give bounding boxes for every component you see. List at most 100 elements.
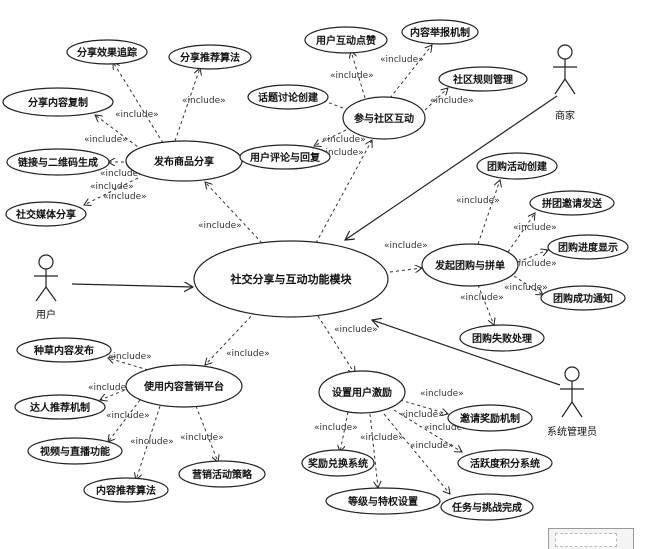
inc-community-rules	[424, 88, 448, 111]
uc-group-progress-label: 团购进度显示	[558, 241, 618, 254]
inc-label: «include»	[513, 259, 557, 269]
uc-group-label: 发起团购与拼单	[434, 259, 505, 272]
uc-group-success-ellipse[interactable]	[540, 285, 626, 311]
uc-incentive-label: 设置用户激励	[332, 386, 392, 399]
inc-group-create	[477, 180, 500, 245]
uc-group-fail-label: 团购失败处理	[472, 332, 532, 345]
actor-merchant[interactable]	[553, 44, 577, 95]
uc-redeem-ellipse[interactable]	[301, 449, 375, 477]
uc-share-social-label: 社交媒体分享	[15, 208, 76, 221]
uc-seed-ellipse[interactable]	[16, 337, 112, 363]
uc-like-ellipse[interactable]	[304, 26, 388, 54]
uc-campaign-ellipse[interactable]	[178, 460, 266, 488]
inc-incentive-task	[383, 413, 450, 494]
uc-main-label: 社交分享与互动功能模块	[230, 272, 353, 286]
uc-share-algo-label: 分享推荐算法	[180, 51, 240, 64]
inc-share-copy	[95, 115, 143, 151]
uc-share-copy-ellipse[interactable]	[2, 87, 114, 117]
inc-label: «include»	[322, 135, 366, 145]
uc-topic-ellipse[interactable]	[247, 84, 329, 110]
actor-user-label: 用户	[36, 308, 56, 321]
uc-content-algo-ellipse[interactable]	[83, 477, 169, 503]
uc-video-ellipse[interactable]	[27, 437, 123, 465]
actor-admin-head-icon	[564, 366, 580, 382]
inc-label: «include»	[400, 410, 444, 420]
thumbnail-preview[interactable]	[548, 528, 634, 549]
uc-share-social-ellipse[interactable]	[5, 201, 87, 227]
inc-label: «include»	[410, 441, 454, 451]
uc-main-ellipse[interactable]	[193, 240, 389, 318]
uc-invite-reward-ellipse[interactable]	[447, 404, 533, 432]
inc-marketing-campaign	[195, 405, 218, 462]
inc-label: «include»	[380, 55, 424, 65]
inc-label: «include»	[88, 383, 132, 393]
uc-comment-ellipse[interactable]	[239, 144, 331, 170]
actor-merchant-head-icon	[557, 44, 573, 60]
uc-community-ellipse[interactable]	[342, 96, 426, 140]
uc-share-algo-ellipse[interactable]	[168, 44, 252, 70]
inc-community-report	[389, 45, 432, 99]
inc-incentive-redeem	[340, 411, 349, 452]
inc-label: «include»	[330, 71, 374, 81]
inc-marketing-seed	[108, 358, 149, 371]
assoc-merchant-main	[345, 95, 558, 240]
inc-label: «include»	[384, 241, 428, 251]
uc-level-ellipse[interactable]	[325, 487, 441, 515]
inc-label: «include»	[320, 148, 364, 158]
inc-label: «include»	[334, 325, 378, 335]
inc-incentive-level	[369, 413, 378, 488]
uc-share-label: 发布商品分享	[153, 155, 214, 168]
inc-label: «include»	[226, 349, 270, 359]
uc-points-ellipse[interactable]	[457, 449, 553, 477]
uc-group-ellipse[interactable]	[421, 243, 519, 287]
uc-rules-ellipse[interactable]	[438, 66, 528, 92]
inc-label: «include»	[84, 135, 128, 145]
uc-group-progress-ellipse[interactable]	[547, 234, 629, 260]
inc-label: «include»	[460, 293, 504, 303]
uc-report-label: 内容举报机制	[410, 26, 470, 39]
inc-label: «include»	[456, 196, 500, 206]
actor-user-head-icon	[38, 254, 54, 270]
uc-campaign-label: 营销活动策略	[192, 468, 253, 481]
inc-marketing-algo	[136, 405, 161, 480]
uc-seed-label: 种草内容发布	[33, 344, 94, 357]
uc-incentive-ellipse[interactable]	[318, 370, 406, 414]
inc-share-social	[84, 177, 139, 205]
uc-group-fail-ellipse[interactable]	[459, 324, 545, 352]
uc-points-label: 活跃度积分系统	[470, 457, 540, 470]
inc-label: «include»	[182, 96, 226, 106]
uc-like-label: 用户互动点赞	[315, 34, 376, 47]
uc-marketing-ellipse[interactable]	[125, 364, 243, 408]
uc-group-invite-ellipse[interactable]	[529, 190, 615, 216]
inc-main-group	[389, 268, 422, 272]
inc-label: «include»	[360, 433, 404, 443]
uc-group-success-label: 团购成功通知	[553, 292, 613, 305]
inc-label: «include»	[108, 352, 152, 362]
inc-marketing-kol	[100, 387, 131, 400]
inc-label: «include»	[180, 433, 224, 443]
uc-share-link-ellipse[interactable]	[6, 148, 110, 176]
actor-user[interactable]	[34, 254, 58, 302]
inc-group-progress	[517, 250, 548, 263]
uc-group-create-ellipse[interactable]	[476, 152, 558, 180]
inc-incentive-invite	[399, 399, 448, 414]
actor-admin-label: 系统管理员	[547, 425, 597, 438]
actor-admin[interactable]	[560, 366, 584, 418]
inc-share-track	[113, 62, 164, 144]
inc-main-share	[205, 182, 263, 244]
uc-kol-ellipse[interactable]	[14, 394, 106, 420]
uc-share-track-ellipse[interactable]	[66, 39, 148, 65]
inc-label: «include»	[513, 223, 557, 233]
uc-comment-label: 用户评论与回复	[249, 151, 321, 164]
uc-invite-reward-label: 邀请奖励机制	[460, 412, 520, 425]
uc-share-track-label: 分享效果追踪	[77, 46, 137, 59]
uc-kol-label: 达人推荐机制	[30, 401, 90, 414]
inc-main-marketing	[205, 311, 256, 365]
inc-group-invite	[507, 213, 535, 253]
inc-marketing-video	[108, 399, 141, 442]
assoc-user-main	[71, 284, 193, 287]
uc-report-ellipse[interactable]	[401, 19, 479, 45]
uc-task-ellipse[interactable]	[440, 493, 534, 521]
inc-incentive-points	[393, 409, 462, 452]
